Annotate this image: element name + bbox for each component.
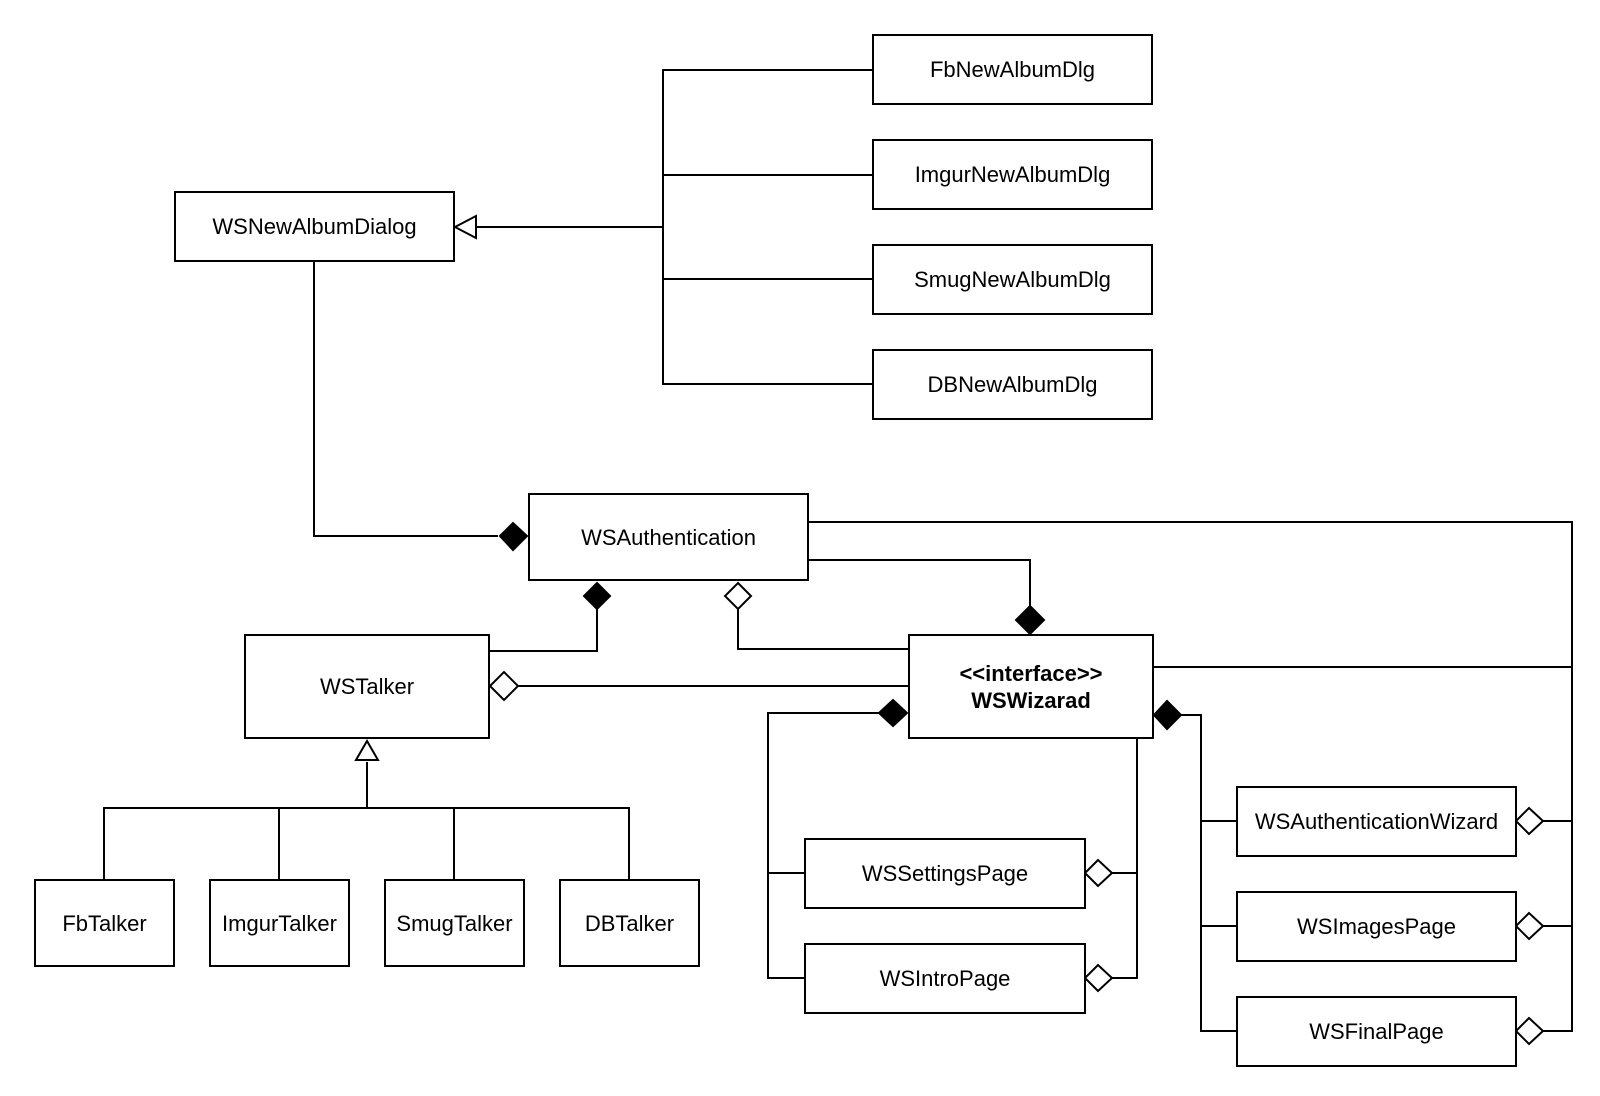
aggregation-diamond-talker [488, 670, 520, 702]
class-ws-final-page: WSFinalPage [1236, 996, 1517, 1067]
composition-diamond-auth-wizard [1014, 604, 1046, 636]
class-name: WSIntroPage [879, 966, 1011, 991]
class-name: WSNewAlbumDialog [212, 214, 417, 239]
class-ws-authentication-wizard: WSAuthenticationWizard [1236, 786, 1517, 857]
class-ws-intro-page: WSIntroPage [804, 943, 1086, 1014]
class-ws-images-page: WSImagesPage [1236, 891, 1517, 962]
class-name: WSSettingsPage [861, 861, 1029, 886]
class-smug-talker: SmugTalker [384, 879, 525, 967]
class-name: ImgurTalker [222, 910, 337, 936]
class-name: FbTalker [62, 910, 147, 936]
interface-name: WSWizarad [971, 687, 1091, 713]
class-ws-new-album-dialog: WSNewAlbumDialog [174, 191, 455, 262]
talker-generalization-bus [103, 807, 630, 879]
class-fb-talker: FbTalker [34, 879, 175, 967]
class-name: DBNewAlbumDlg [927, 372, 1098, 397]
class-name: WSTalker [319, 674, 415, 699]
aggregation-diamond-intro [1083, 963, 1114, 993]
composition-diamond-wizard-right [1152, 699, 1183, 731]
class-name: SmugNewAlbumDlg [914, 267, 1111, 292]
class-db-talker: DBTalker [559, 879, 700, 967]
class-name: WSAuthentication [581, 524, 756, 550]
class-name: SmugTalker [396, 910, 513, 936]
composition-diamond-wizard-left [877, 698, 909, 728]
class-name: DBTalker [584, 910, 675, 936]
interface-ws-wizard: <<interface>> WSWizarad [908, 634, 1154, 739]
aggregation-diamond-auth-wizard-page [1514, 806, 1545, 836]
composition-line-auth-talker [490, 609, 598, 652]
aggregation-diamond-images-page [1514, 911, 1545, 941]
class-name: WSFinalPage [1309, 1019, 1444, 1044]
aggregation-diamond-settings [1083, 858, 1114, 888]
class-smug-new-album-dlg: SmugNewAlbumDlg [872, 244, 1153, 315]
class-ws-authentication: WSAuthentication [528, 493, 809, 581]
class-name: WSAuthenticationWizard [1254, 809, 1499, 834]
right-bus-line [808, 521, 1573, 1032]
composition-diamond-auth-talker [582, 581, 612, 611]
class-imgur-talker: ImgurTalker [209, 879, 350, 967]
class-name: FbNewAlbumDlg [929, 57, 1096, 82]
class-name: WSImagesPage [1297, 914, 1456, 939]
class-imgur-new-album-dlg: ImgurNewAlbumDlg [872, 139, 1153, 210]
generalization-arrow-dialog [452, 214, 477, 240]
interface-stereotype: <<interface>> [959, 660, 1103, 686]
class-ws-settings-page: WSSettingsPage [804, 838, 1086, 909]
composition-diamond-dialog-auth [498, 521, 529, 552]
class-db-new-album-dlg: DBNewAlbumDlg [872, 349, 1153, 420]
composition-line-wizard-pages [767, 712, 879, 979]
aggregation-line-auth-wizard [737, 609, 908, 650]
generalization-line-new-album [662, 69, 872, 385]
generalization-arrow-talker [354, 739, 380, 761]
class-name: ImgurNewAlbumDlg [914, 162, 1111, 187]
class-fb-new-album-dlg: FbNewAlbumDlg [872, 34, 1153, 105]
aggregation-line-pages [1111, 738, 1138, 979]
aggregation-diamond-final-page [1514, 1016, 1545, 1046]
composition-line-auth-wizard [808, 559, 1031, 606]
composition-line-wizard-right-pages [1180, 714, 1236, 1032]
composition-line-dialog-auth [313, 262, 498, 537]
class-ws-talker: WSTalker [244, 634, 490, 739]
aggregation-diamond-auth-wizard [723, 581, 753, 611]
